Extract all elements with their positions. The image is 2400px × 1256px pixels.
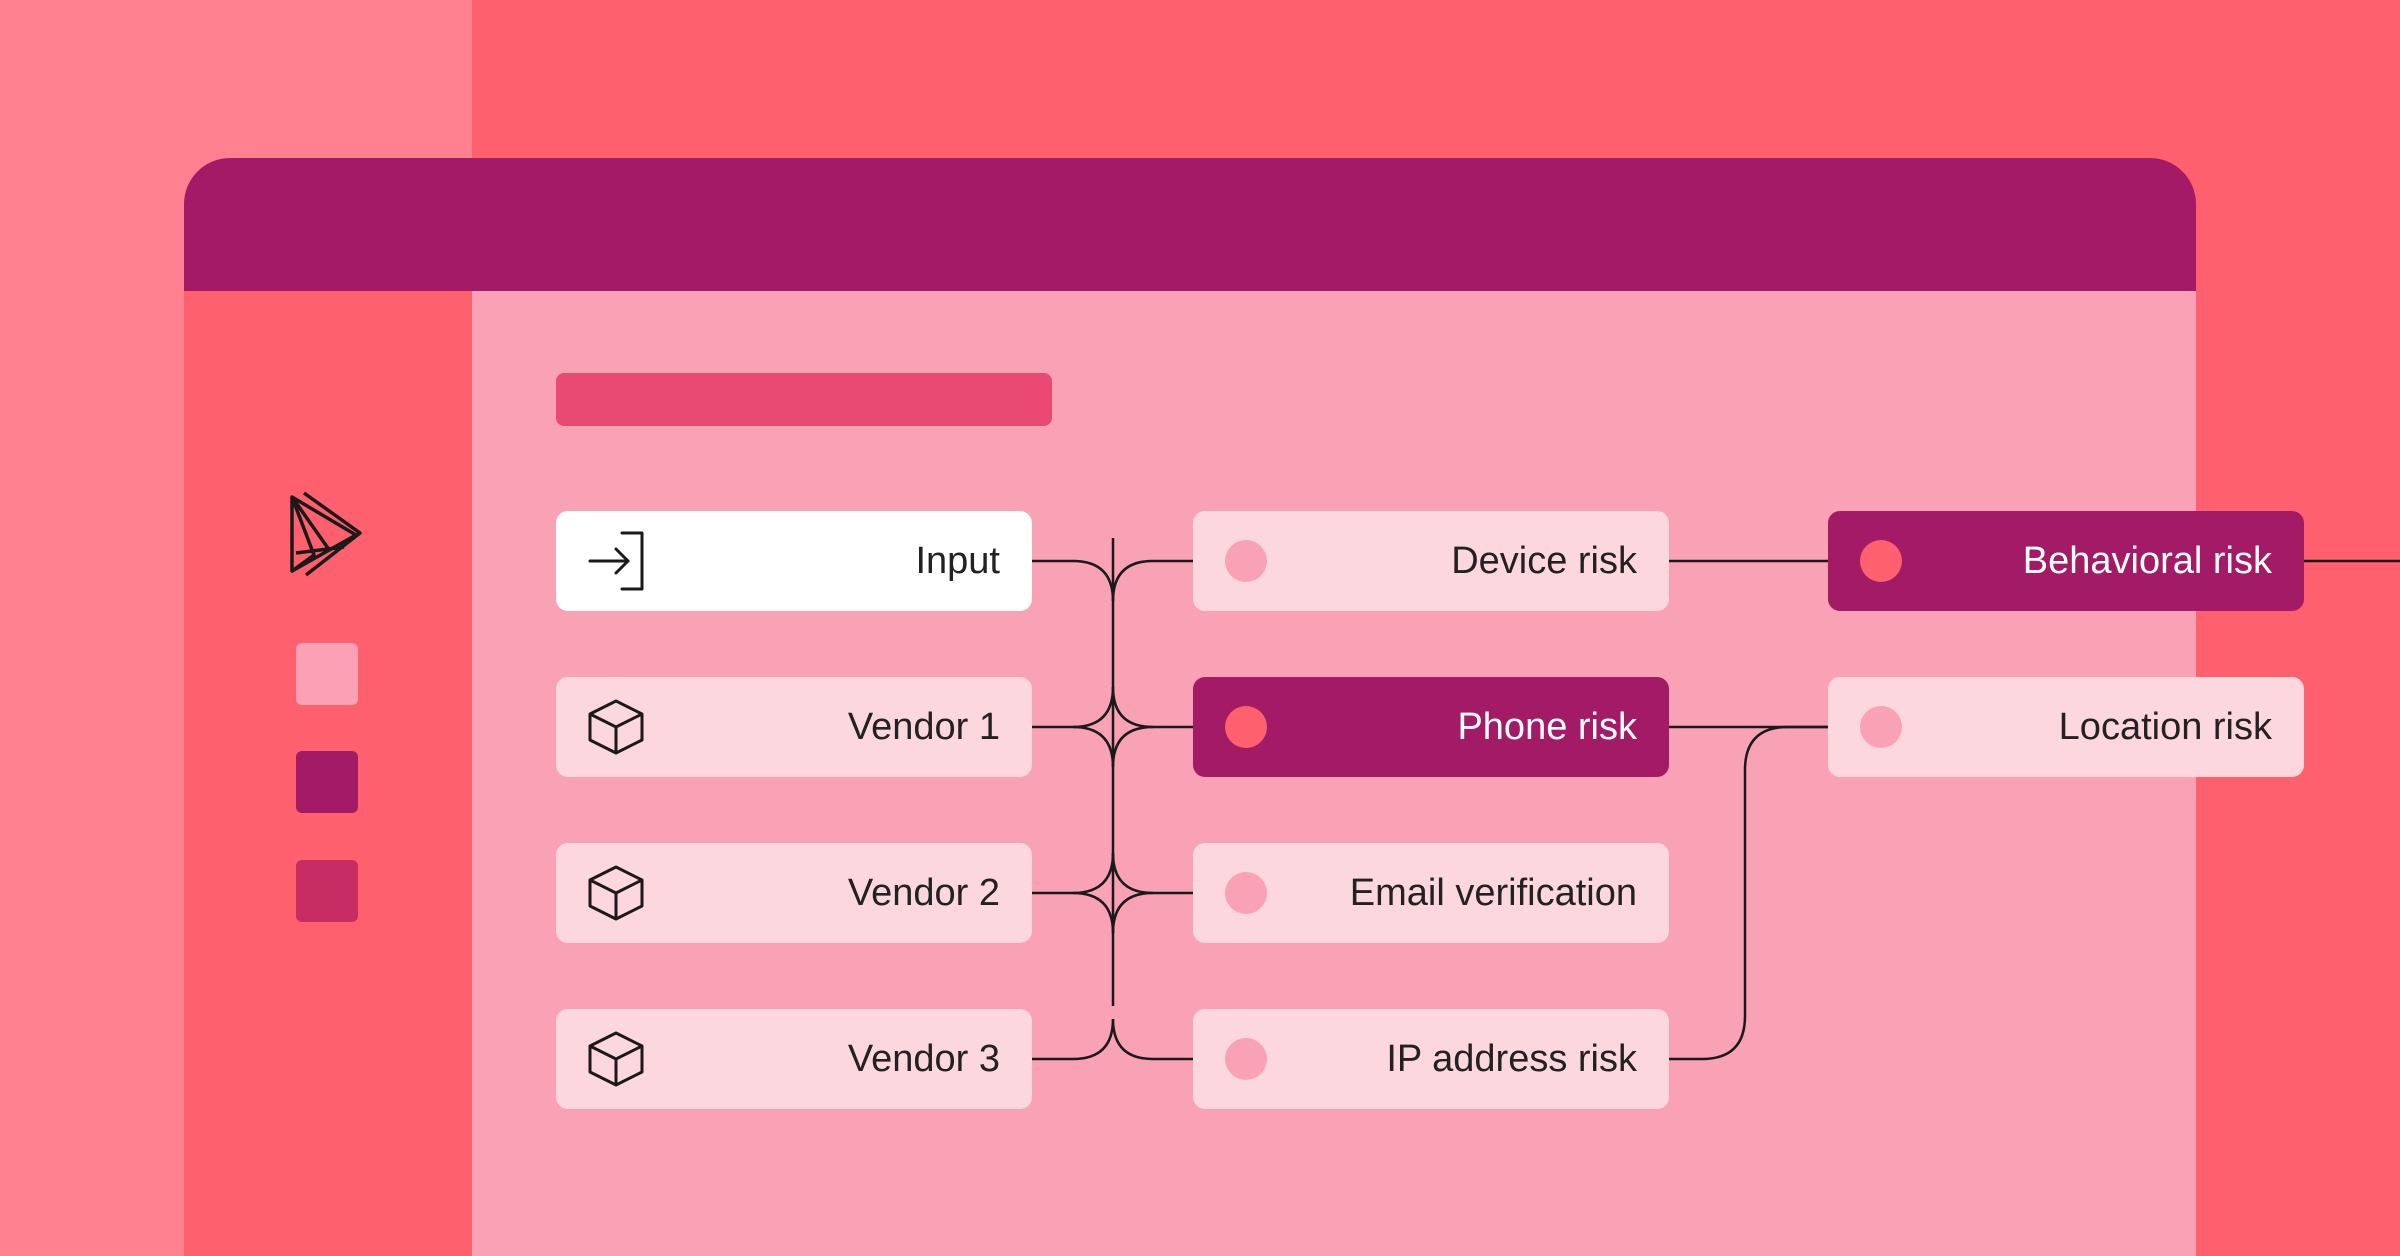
- node-location-risk[interactable]: Location risk: [1828, 677, 2304, 777]
- sidebar-item-2[interactable]: [296, 751, 358, 813]
- node-device-risk-label: Device risk: [1451, 539, 1637, 582]
- node-vendor-1[interactable]: Vendor 1: [556, 677, 1032, 777]
- node-email-verification[interactable]: Email verification: [1193, 843, 1669, 943]
- node-behavioral-risk-label: Behavioral risk: [2022, 539, 2272, 582]
- cube-icon: [588, 1031, 644, 1087]
- cube-icon: [588, 865, 644, 921]
- node-vendor-2[interactable]: Vendor 2: [556, 843, 1032, 943]
- status-dot: [1225, 1038, 1267, 1080]
- sidebar: [184, 291, 472, 1256]
- node-behavioral-risk[interactable]: Behavioral risk: [1828, 511, 2304, 611]
- prism-logo-icon: [290, 491, 362, 577]
- node-phone-risk-label: Phone risk: [1457, 705, 1637, 748]
- window-titlebar: [184, 158, 2196, 291]
- node-vendor-3-label: Vendor 3: [847, 1037, 1000, 1080]
- status-dot: [1225, 706, 1267, 748]
- title-placeholder-bar: [556, 373, 1052, 426]
- node-ip-address-risk-label: IP address risk: [1386, 1037, 1637, 1080]
- status-dot: [1860, 706, 1902, 748]
- node-location-risk-label: Location risk: [2058, 705, 2272, 748]
- cube-icon: [588, 699, 644, 755]
- node-vendor-1-label: Vendor 1: [847, 705, 1000, 748]
- node-input[interactable]: Input: [556, 511, 1032, 611]
- node-vendor-3[interactable]: Vendor 3: [556, 1009, 1032, 1109]
- node-device-risk[interactable]: Device risk: [1193, 511, 1669, 611]
- node-phone-risk[interactable]: Phone risk: [1193, 677, 1669, 777]
- node-email-verification-label: Email verification: [1349, 871, 1637, 914]
- node-vendor-2-label: Vendor 2: [847, 871, 1000, 914]
- node-input-label: Input: [915, 539, 1000, 582]
- sidebar-item-3[interactable]: [296, 860, 358, 922]
- sidebar-item-1[interactable]: [296, 643, 358, 705]
- status-dot: [1860, 540, 1902, 582]
- status-dot: [1225, 540, 1267, 582]
- node-ip-address-risk[interactable]: IP address risk: [1193, 1009, 1669, 1109]
- status-dot: [1225, 872, 1267, 914]
- enter-icon: [588, 531, 644, 591]
